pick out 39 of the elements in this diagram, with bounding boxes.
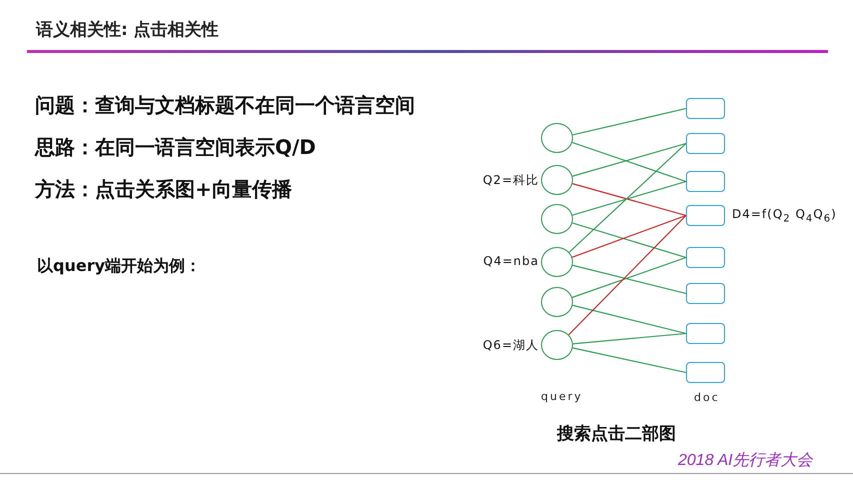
doc-box (686, 247, 725, 268)
doc-box (686, 205, 725, 226)
connector-line (572, 222, 686, 258)
slide-title: 语义相关性: 点击相关性 (36, 19, 219, 41)
query-circle (541, 165, 573, 195)
bullet-text: 问题：查询与文档标题不在同一个语言空间 (35, 92, 415, 119)
connector-line (572, 142, 686, 182)
connector-line (572, 214, 686, 258)
connector-line (572, 304, 686, 334)
node-label: Q4=nba (483, 254, 539, 268)
doc-box (686, 283, 725, 304)
connector-line (568, 215, 686, 336)
connector-line (572, 142, 686, 177)
footer-text: 2018 AI先行者大会 (678, 450, 813, 471)
doc-box (686, 133, 725, 154)
doc-box (686, 98, 725, 119)
example-heading: 以query端开始为例： (37, 256, 202, 277)
doc-box (686, 323, 725, 344)
connector-line (568, 143, 686, 253)
node-label: Q2=科比 (482, 172, 539, 189)
query-circle (541, 123, 573, 153)
bullet-text: 方法：点击关系图+向量传播 (35, 176, 292, 203)
node-label: Q6=湖人 (482, 337, 539, 354)
connector-line (572, 332, 686, 344)
connector-line (572, 256, 686, 298)
doc-box (686, 362, 725, 383)
connector-line (572, 108, 686, 136)
node-label: D4=f(Q$_{2}$ Q$_{4}$Q$_{6}$) (732, 207, 837, 224)
bullet-text: 思路：在同一语言空间表示Q/D (35, 134, 316, 161)
query-circle (541, 287, 573, 317)
query-circle (541, 247, 573, 277)
column-label: doc (694, 391, 720, 404)
connector-line (572, 347, 686, 374)
connector-line (572, 264, 686, 294)
figure-caption: 搜索点击二部图 (557, 423, 676, 445)
query-circle (541, 330, 573, 360)
doc-box (686, 171, 725, 192)
query-circle (541, 204, 573, 234)
column-label: query (541, 390, 583, 403)
